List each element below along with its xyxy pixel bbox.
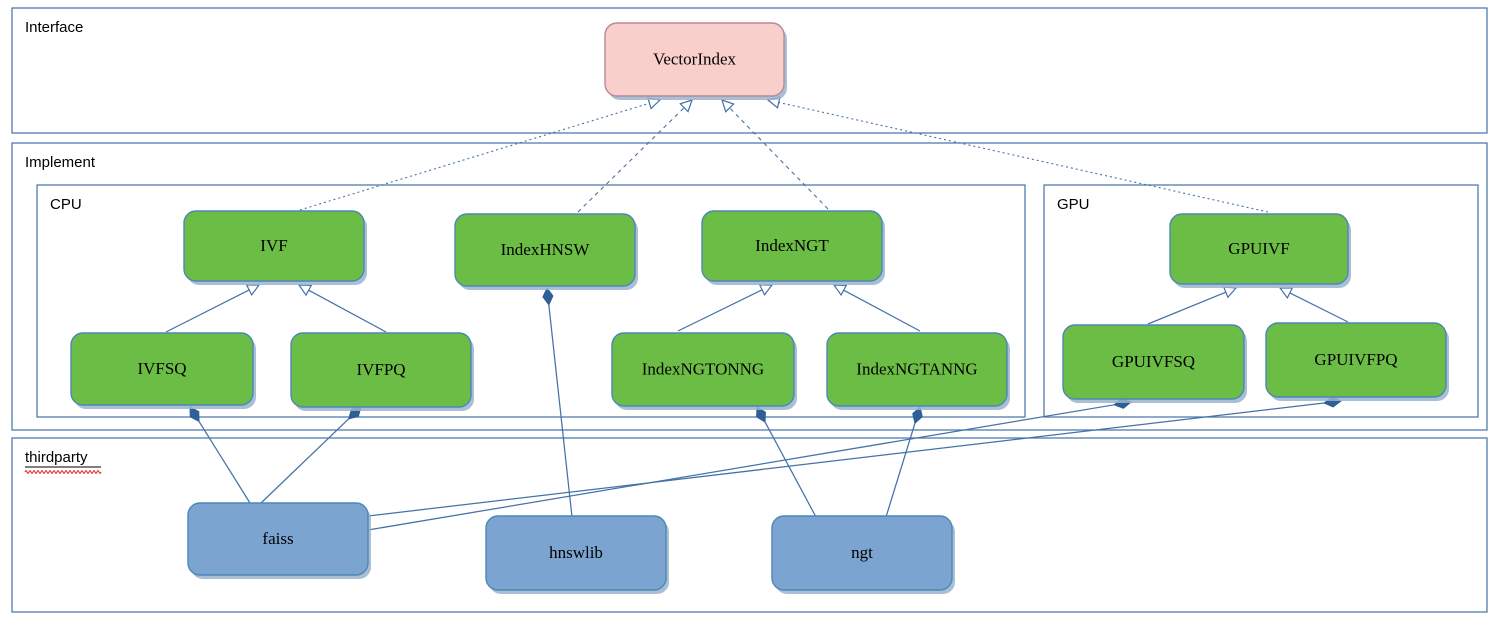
node-label-ivfsq: IVFSQ	[137, 359, 186, 378]
node-box-indexngtanng[interactable]	[826, 332, 1008, 407]
node-ivfsq[interactable]: IVFSQ	[70, 332, 256, 409]
edge-ivfsq-to-ivf	[165, 284, 261, 333]
container-label-gpu: GPU	[1057, 196, 1090, 213]
node-ngt[interactable]: ngt	[771, 515, 955, 594]
node-label-ngt: ngt	[851, 543, 873, 562]
node-box-faiss[interactable]	[187, 502, 369, 576]
node-box-vectorindex[interactable]	[604, 22, 785, 97]
node-box-gpuivf[interactable]	[1169, 213, 1349, 285]
edge-indexhnsw-to-hnswlib	[542, 287, 573, 518]
edge-line-generalization	[843, 289, 921, 332]
edge-line-generalization	[677, 289, 763, 332]
node-box-ivf[interactable]	[183, 210, 365, 282]
node-ivf[interactable]: IVF	[183, 210, 367, 285]
edge-indexngt-to-vectorindex	[721, 99, 829, 210]
node-label-gpuivfpq: GPUIVFPQ	[1314, 350, 1397, 369]
node-label-faiss: faiss	[262, 529, 293, 548]
inheritance-arrowhead-4	[245, 284, 261, 297]
edge-line-realization	[778, 101, 1269, 213]
inheritance-arrowhead-2	[721, 99, 735, 113]
edge-ivfsq-to-faiss	[189, 406, 251, 504]
edge-line-composition	[764, 421, 817, 518]
edge-layer	[165, 96, 1349, 531]
node-indexhnsw[interactable]: IndexHNSW	[454, 213, 638, 290]
edge-line-generalization	[1147, 291, 1227, 325]
node-faiss[interactable]: faiss	[187, 502, 371, 579]
edge-line-composition	[198, 421, 251, 504]
composition-diamond-12	[542, 287, 554, 306]
node-box-indexngt[interactable]	[701, 210, 883, 282]
inheritance-arrowhead-7	[832, 284, 848, 297]
node-label-vectorindex: VectorIndex	[653, 49, 737, 68]
node-label-ivf: IVF	[260, 236, 287, 255]
node-hnswlib[interactable]: hnswlib	[485, 515, 669, 594]
composition-diamond-10	[189, 406, 200, 423]
node-label-gpuivf: GPUIVF	[1228, 239, 1289, 258]
container-label-cpu: CPU	[50, 196, 82, 213]
node-box-gpuivfpq[interactable]	[1265, 322, 1447, 398]
node-vectorindex[interactable]: VectorIndex	[604, 22, 787, 100]
node-label-indexhnsw: IndexHNSW	[501, 240, 591, 259]
node-box-indexngtonng[interactable]	[611, 332, 795, 407]
edge-ivfpq-to-ivf	[297, 284, 387, 333]
node-box-ivfsq[interactable]	[70, 332, 254, 406]
node-gpuivf[interactable]: GPUIVF	[1169, 213, 1351, 288]
edge-line-composition	[260, 418, 350, 504]
edge-line-realization	[577, 107, 685, 213]
container-label-implement: Implement	[25, 154, 96, 171]
node-ivfpq[interactable]: IVFPQ	[290, 332, 474, 411]
node-box-hnswlib[interactable]	[485, 515, 667, 591]
node-label-indexngt: IndexNGT	[755, 236, 829, 255]
node-box-indexhnsw[interactable]	[454, 213, 636, 287]
node-label-indexngtanng: IndexNGTANNG	[856, 359, 977, 378]
composition-diamond-14	[912, 406, 923, 425]
node-indexngtonng[interactable]: IndexNGTONNG	[611, 332, 797, 410]
composition-diamond-13	[756, 406, 766, 423]
node-box-ivfpq[interactable]	[290, 332, 472, 408]
edge-indexngtonng-to-ngt	[756, 406, 817, 518]
edge-indexhnsw-to-vectorindex	[577, 99, 693, 213]
edge-line-realization	[299, 102, 650, 211]
node-label-hnswlib: hnswlib	[549, 543, 603, 562]
edge-indexngtanng-to-indexngt	[832, 284, 921, 332]
edge-line-generalization	[308, 289, 387, 333]
node-indexngt[interactable]: IndexNGT	[701, 210, 885, 285]
node-indexngtanng[interactable]: IndexNGTANNG	[826, 332, 1010, 410]
node-label-ivfpq: IVFPQ	[356, 360, 405, 379]
node-box-gpuivfsq[interactable]	[1062, 324, 1245, 400]
container-label-thirdparty: thirdparty	[25, 449, 88, 466]
edge-line-generalization	[165, 289, 250, 333]
node-label-indexngtonng: IndexNGTONNG	[642, 359, 764, 378]
edge-line-composition	[367, 402, 1325, 517]
node-box-ngt[interactable]	[771, 515, 953, 591]
edge-line-composition	[548, 304, 573, 518]
edge-line-composition	[367, 404, 1115, 531]
inheritance-arrowhead-1	[679, 99, 693, 113]
node-label-gpuivfsq: GPUIVFSQ	[1112, 352, 1195, 371]
node-gpuivfpq[interactable]: GPUIVFPQ	[1265, 322, 1449, 401]
container-label-interface: Interface	[25, 19, 83, 36]
spellcheck-underline-thirdparty	[24, 470, 102, 474]
node-gpuivfsq[interactable]: GPUIVFSQ	[1062, 324, 1247, 403]
inheritance-arrowhead-5	[297, 284, 313, 297]
edge-line-generalization	[1289, 292, 1349, 323]
